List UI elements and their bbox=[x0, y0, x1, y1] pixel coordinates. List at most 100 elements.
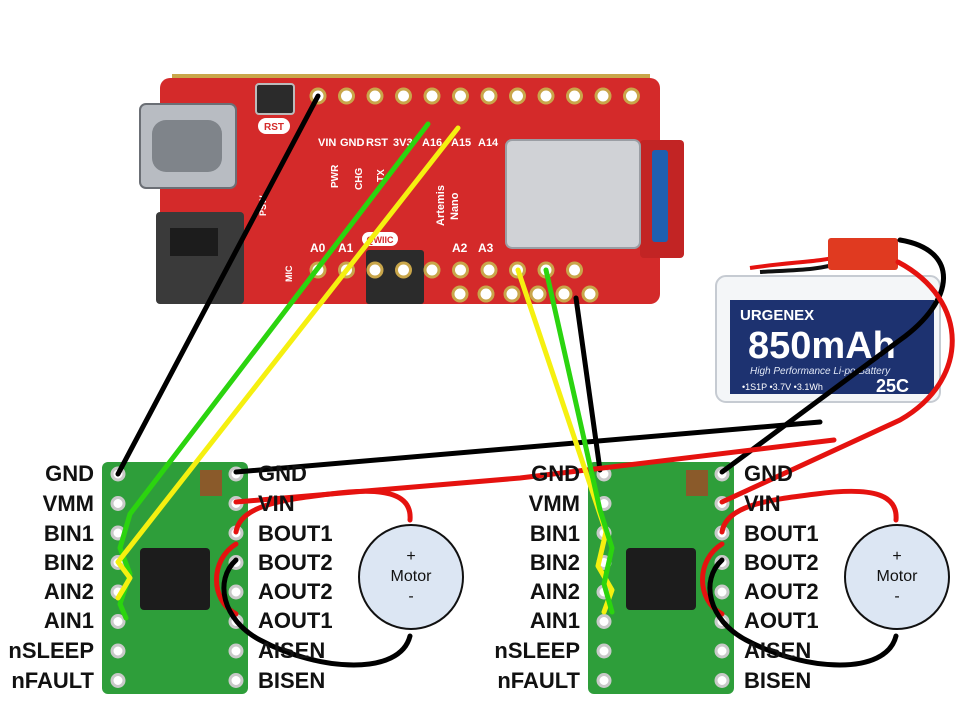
board-pin-label: VIN bbox=[318, 137, 336, 149]
driver2-pin-ain1: AIN1 bbox=[529, 608, 580, 633]
pin-pad bbox=[452, 87, 469, 105]
driver1-pin-vmm: VMM bbox=[42, 491, 94, 516]
pin-pad bbox=[452, 261, 469, 279]
top-pin-labels: VIN GND RST 3V3 A16 A15 A14 bbox=[318, 137, 499, 149]
pin-pad bbox=[581, 285, 599, 303]
pin-pad bbox=[110, 673, 126, 688]
driver2-pin-vmm: VMM bbox=[528, 491, 580, 516]
wire-signal-green-2 bbox=[543, 267, 615, 615]
board-pin-label: GND bbox=[340, 137, 365, 149]
board-pin-label: A3 bbox=[478, 241, 494, 255]
pin-pad bbox=[423, 87, 441, 105]
driver-chip bbox=[140, 548, 210, 610]
driver1-pin-bout1: BOUT1 bbox=[258, 521, 333, 546]
motor-label: Motor bbox=[876, 568, 918, 585]
status-label-tx: TX bbox=[376, 169, 387, 182]
pin-pad bbox=[451, 285, 469, 303]
driver1-pin-gnd-right: GND bbox=[258, 461, 307, 486]
pin-pad bbox=[228, 643, 244, 659]
wire-motor2-minus bbox=[707, 557, 899, 668]
wire-gnd-driver1-driver2 bbox=[233, 419, 823, 475]
battery-jst-plug bbox=[828, 238, 898, 270]
pin-pad bbox=[110, 643, 126, 659]
driver1-pin-aout1: AOUT1 bbox=[258, 608, 333, 633]
pin-pad bbox=[714, 673, 730, 688]
board-pin-label: A0 bbox=[310, 241, 326, 255]
driver2-pin-bin2: BIN2 bbox=[529, 550, 580, 575]
driver1-pin-aout2: AOUT2 bbox=[258, 579, 333, 604]
pin-pad bbox=[110, 496, 126, 511]
driver1-pin-gnd: GND bbox=[45, 461, 94, 486]
motor-plus-sign: + bbox=[892, 548, 902, 565]
wire-motor2-plus-a bbox=[719, 488, 899, 535]
driver2-pin-bout1: BOUT1 bbox=[744, 521, 819, 546]
driver1-pin-bin1: BIN1 bbox=[43, 521, 94, 546]
pin-pad bbox=[366, 261, 384, 279]
pin-pad bbox=[537, 87, 555, 105]
battery-specs: •1S1P •3.7V •3.1Wh bbox=[742, 382, 823, 392]
reset-button bbox=[255, 83, 295, 115]
pin-pad bbox=[477, 285, 495, 303]
board-pin-label: RST bbox=[366, 137, 388, 149]
driver1-pin-bout2: BOUT2 bbox=[258, 550, 333, 575]
board-pin-label: A15 bbox=[451, 137, 471, 149]
driver2-pin-bisen: BISEN bbox=[744, 668, 812, 693]
pin-pad bbox=[480, 261, 498, 279]
pin-pad bbox=[566, 87, 583, 105]
wire-gnd-battery bbox=[719, 237, 946, 475]
pin-pad bbox=[566, 261, 583, 279]
battery-tagline: High Performance Li-po Battery bbox=[750, 366, 891, 377]
pin-pad bbox=[509, 87, 526, 105]
pin-pad bbox=[338, 87, 355, 105]
pin-pad bbox=[395, 261, 412, 279]
motor-minus-sign: - bbox=[894, 588, 900, 605]
board-pin-label: A14 bbox=[478, 137, 499, 149]
driver2-pin-gnd: GND bbox=[531, 461, 580, 486]
wires bbox=[115, 93, 955, 668]
driver2-pin-aout1: AOUT1 bbox=[744, 608, 819, 633]
pin-pad bbox=[555, 285, 573, 303]
reset-label-badge bbox=[258, 118, 290, 134]
wire-motor1-plus-a bbox=[233, 488, 413, 535]
pin-pad bbox=[228, 673, 244, 688]
pin-pad bbox=[529, 285, 547, 303]
qwiic-connector bbox=[366, 250, 424, 304]
motor-2: + Motor - bbox=[844, 524, 950, 630]
board-pin-label: A1 bbox=[338, 241, 354, 255]
psw-label: PSW bbox=[258, 195, 268, 216]
pin-pad bbox=[480, 87, 498, 105]
battery-label bbox=[730, 300, 934, 394]
pin-pad bbox=[423, 261, 441, 279]
battery-brand: URGENEX bbox=[740, 307, 814, 324]
pin-pad bbox=[594, 87, 612, 105]
pin-pad bbox=[110, 614, 126, 629]
mcu-pin-pads bbox=[309, 87, 640, 303]
board-model: Nano bbox=[449, 192, 461, 220]
pin-pad bbox=[714, 584, 730, 600]
driver1-pin-ain1: AIN1 bbox=[43, 608, 94, 633]
driver1-pin-aisen: AISEN bbox=[258, 638, 326, 663]
artemis-module bbox=[505, 139, 641, 249]
usb-c-port bbox=[152, 120, 222, 172]
mic-label: MIC bbox=[284, 265, 294, 282]
board-pin-label: A2 bbox=[452, 241, 468, 255]
pin-pad bbox=[596, 614, 612, 629]
antenna bbox=[652, 150, 668, 242]
pin-pad bbox=[228, 584, 244, 600]
driver1-pin-vin: VIN bbox=[258, 491, 295, 516]
driver2-pin-bout2: BOUT2 bbox=[744, 550, 819, 575]
board-pin-label: 3V3 bbox=[393, 137, 413, 149]
driver2-pin-ain2: AIN2 bbox=[529, 579, 580, 604]
driver2-pin-nsleep: nSLEEP bbox=[494, 638, 580, 663]
driver1-pin-nfault: nFAULT bbox=[11, 668, 94, 693]
status-label-chg: CHG bbox=[354, 168, 365, 190]
driver-chip bbox=[626, 548, 696, 610]
motor-plus-sign: + bbox=[406, 548, 416, 565]
pin-pad bbox=[623, 87, 640, 105]
driver2-pin-bin1: BIN1 bbox=[529, 521, 580, 546]
wire-motor1-minus bbox=[221, 557, 413, 668]
pin-pad bbox=[596, 643, 612, 659]
motor-driver-2 bbox=[588, 462, 734, 694]
driver1-pin-bisen: BISEN bbox=[258, 668, 326, 693]
